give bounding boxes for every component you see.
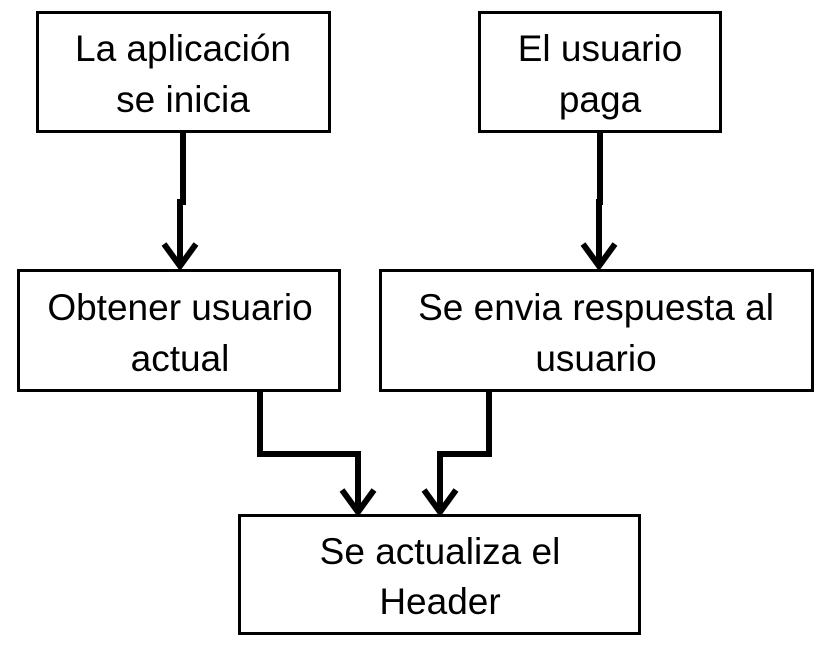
node-label-line1: El usuario: [518, 28, 683, 69]
arrowhead: [161, 242, 199, 272]
edge-line: [437, 392, 492, 508]
node-app-starts: La aplicación se inicia: [36, 11, 331, 133]
edge-line: [596, 132, 603, 262]
node-box: [17, 269, 341, 392]
node-label-line1: Obtener usuario: [47, 287, 312, 328]
node-send-response: Se envia respuesta al usuario: [379, 269, 814, 392]
edge-get-user-to-update-header: [257, 392, 377, 518]
node-label-line1: Se actualiza el: [320, 531, 561, 572]
arrowhead: [580, 242, 618, 272]
edge-app-starts-to-get-user: [161, 132, 199, 272]
node-box: [238, 514, 641, 635]
node-label-line2: paga: [559, 79, 642, 120]
arrowhead: [421, 488, 459, 518]
node-box: [36, 11, 331, 133]
node-label-line2: se inicia: [116, 79, 250, 120]
node-label-line2: usuario: [535, 338, 656, 379]
arrowhead: [339, 488, 377, 518]
edge-user-pays-to-send-response: [580, 132, 618, 272]
node-label-line2: Header: [379, 581, 500, 622]
edge-send-response-to-update-header: [421, 392, 492, 518]
node-label-line1: La aplicación: [75, 28, 291, 69]
node-user-pays: El usuario paga: [478, 11, 722, 133]
node-label-line2: actual: [131, 338, 230, 379]
edge-line: [257, 392, 361, 508]
node-box: [379, 269, 814, 392]
edges: [161, 132, 618, 518]
edge-line: [177, 132, 186, 262]
node-get-current-user: Obtener usuario actual: [17, 269, 341, 392]
node-label-line1: Se envia respuesta al: [418, 287, 774, 328]
node-update-header: Se actualiza el Header: [238, 514, 641, 635]
node-box: [478, 11, 722, 133]
